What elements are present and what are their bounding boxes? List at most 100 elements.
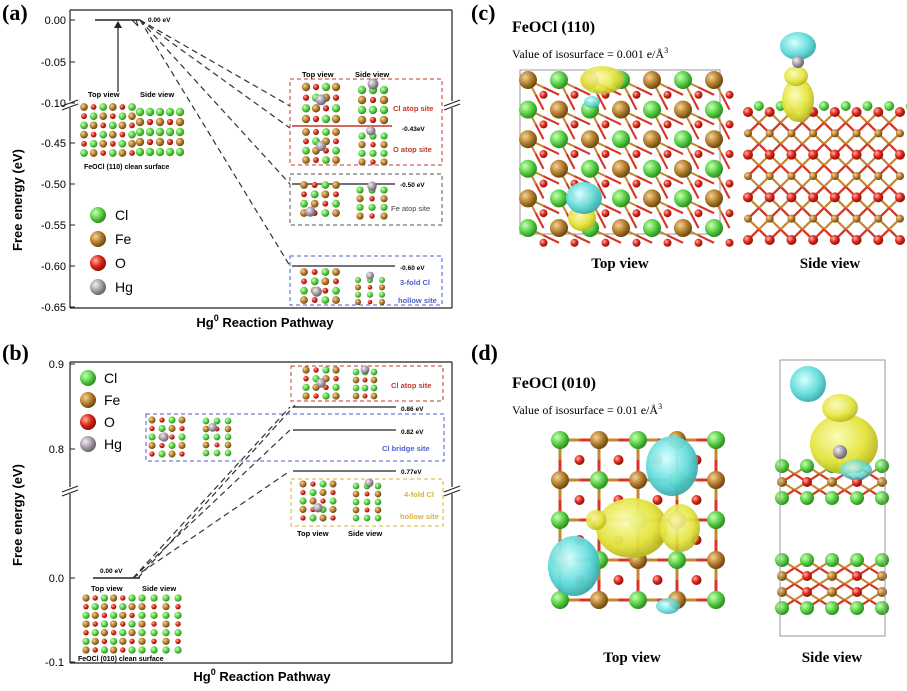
cl-atom — [174, 612, 181, 619]
cl-atom — [119, 603, 126, 610]
o-atom — [726, 91, 734, 99]
fe-atom — [371, 377, 378, 384]
panel-a-box-side-view-label: Side view — [355, 70, 389, 79]
o-atom — [633, 209, 641, 217]
structure-thumbnail — [353, 365, 378, 399]
o-atom — [369, 196, 374, 201]
cl-atom — [174, 629, 181, 636]
hg-atom — [208, 423, 217, 432]
o-atom — [571, 239, 579, 247]
panel-a-legend: Cl Fe O Hg — [90, 207, 133, 295]
cl-atom — [150, 612, 157, 619]
cl-atom — [90, 112, 98, 120]
fe-atom — [332, 366, 339, 373]
cl-atom — [380, 132, 387, 139]
legend-o-marker — [90, 255, 106, 271]
cl-atom — [358, 132, 365, 139]
fe-atom — [707, 471, 725, 489]
o-atom — [129, 613, 134, 618]
fe-atom — [329, 480, 336, 487]
panel-b-site-name: hollow site — [400, 512, 439, 521]
hg-atom — [367, 181, 376, 190]
cl-atom — [176, 128, 184, 136]
cl-atom — [674, 189, 692, 207]
legend-o-marker — [80, 414, 96, 430]
cl-atom — [362, 385, 369, 392]
cl-atom — [380, 86, 388, 94]
cl-atom — [80, 122, 88, 130]
cl-atom — [162, 612, 169, 619]
fe-atom — [332, 181, 340, 189]
structure-thumbnail — [300, 268, 340, 304]
cl-atom — [119, 140, 127, 148]
panel-c: (c) FeOCl (110) Value of isosurface = 0.… — [471, 0, 907, 272]
cl-atom — [309, 514, 316, 521]
o-atom — [653, 575, 663, 585]
structure-thumbnail — [356, 181, 387, 219]
fe-atom — [380, 116, 388, 124]
o-atom — [110, 113, 116, 119]
hg-atom — [361, 365, 370, 374]
cl-atom — [612, 130, 630, 148]
cl-atom — [302, 384, 309, 391]
hg-atom — [792, 56, 804, 68]
fe-atom — [744, 172, 752, 180]
panel-a-site-name: O atop site — [393, 145, 432, 154]
o-atom — [653, 495, 663, 505]
cl-atom — [322, 115, 330, 123]
cl-atom — [371, 369, 378, 376]
cl-atom — [875, 491, 889, 505]
cl-atom — [128, 131, 136, 139]
cl-atom — [674, 71, 692, 89]
panel-a-clean-side-view — [136, 108, 184, 156]
fe-atom — [356, 195, 363, 202]
cl-atom — [353, 499, 360, 506]
cl-atom — [322, 366, 329, 373]
fe-atom — [550, 101, 568, 119]
cl-atom — [825, 491, 839, 505]
fe-atom — [101, 603, 108, 610]
cl-atom — [174, 646, 181, 653]
fe-atom — [332, 115, 340, 123]
o-atom — [802, 587, 812, 597]
o-atom — [726, 180, 734, 188]
o-atom — [83, 630, 88, 635]
o-atom — [786, 235, 796, 245]
cl-atom — [643, 101, 661, 119]
isosurface-positive — [580, 66, 624, 94]
panel-a-side-view-label: Side view — [140, 90, 174, 99]
fe-atom — [321, 190, 329, 198]
o-atom — [633, 150, 641, 158]
panel-b-ytick: 0.8 — [49, 444, 64, 456]
o-atom — [575, 495, 585, 505]
cl-atom — [128, 646, 135, 653]
structure-thumbnail — [358, 79, 388, 125]
panel-b-box-side-view-label: Side view — [348, 529, 382, 538]
fe-atom — [380, 141, 387, 148]
fe-atom — [332, 209, 340, 217]
fe-atom — [128, 112, 136, 120]
o-atom — [330, 490, 335, 495]
fe-atom — [590, 591, 608, 609]
cl-atom — [800, 553, 814, 567]
panel-b-site-energy: 0.86 eV — [401, 406, 424, 413]
fe-atom — [109, 103, 117, 111]
fe-atom — [874, 172, 882, 180]
cl-atom — [214, 434, 221, 441]
panel-c-title: FeOCl (110) — [512, 19, 595, 36]
o-atom — [765, 107, 775, 117]
fe-atom — [299, 480, 306, 487]
legend-cl-marker — [80, 370, 96, 386]
panel-a: (a) Free energy (eV) 0.00 -0.05 — [2, 0, 460, 330]
fe-atom — [162, 603, 169, 610]
o-atom — [692, 495, 702, 505]
legend-o-label: O — [115, 255, 126, 271]
cl-atom — [101, 646, 108, 653]
structure-thumbnail — [302, 83, 340, 123]
o-atom — [602, 209, 610, 217]
fe-atom — [332, 156, 340, 164]
fe-atom — [375, 507, 382, 514]
isosurface-positive — [822, 394, 858, 422]
o-atom — [633, 120, 641, 128]
structure-thumbnail — [300, 181, 340, 217]
